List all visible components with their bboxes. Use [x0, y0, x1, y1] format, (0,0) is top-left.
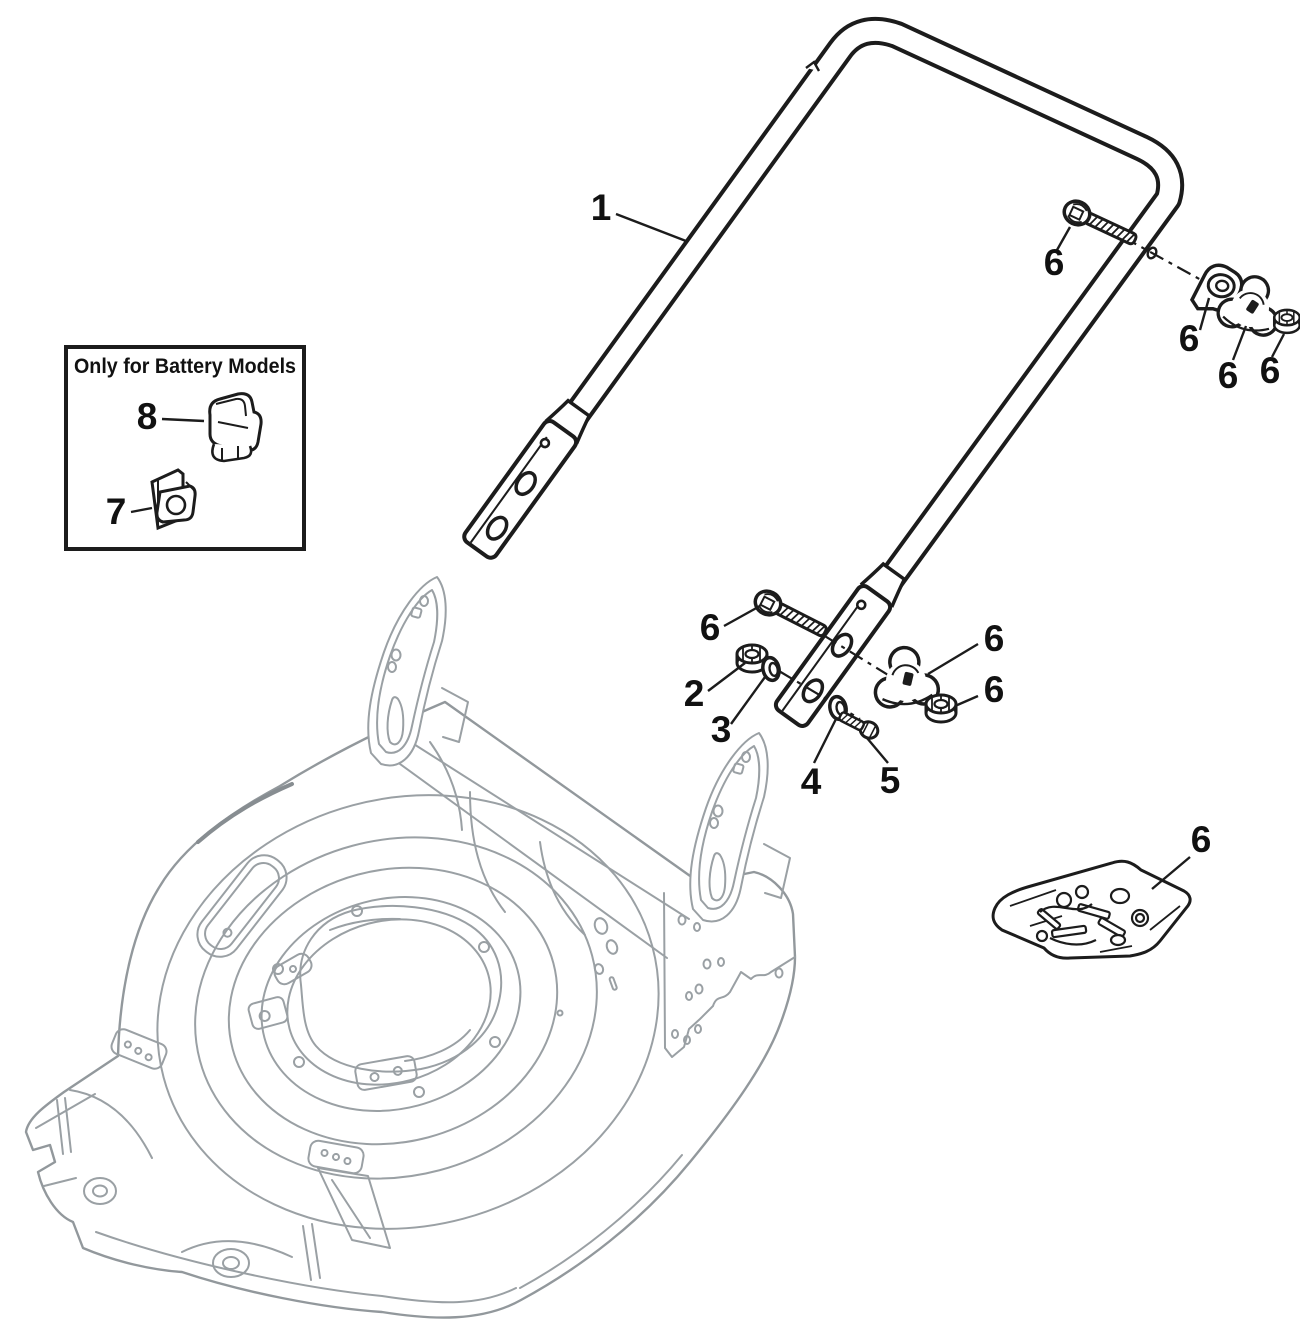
right-handle-plate — [773, 561, 907, 728]
callout-6-nut-upper: 6 — [1260, 350, 1281, 391]
callout-5: 5 — [880, 760, 901, 801]
callout-7: 7 — [106, 491, 127, 532]
deck-small-pad — [273, 952, 313, 986]
deck-front-skirt — [35, 1028, 683, 1304]
callout-6-cam-washer: 6 — [1179, 318, 1200, 359]
mower-deck-drawing — [24, 576, 797, 1319]
deck-dome — [156, 794, 660, 1230]
flange-nut-upper — [1272, 308, 1300, 335]
deck-outline — [24, 700, 797, 1319]
upper-handle-tube — [540, 16, 1185, 599]
deck-rear-plate — [663, 892, 796, 1058]
battery-models-box: Only for Battery Models — [64, 345, 306, 551]
callout-6-bolt-lower: 6 — [700, 607, 721, 648]
deck-rear-band — [377, 733, 690, 959]
callout-8: 8 — [137, 396, 158, 437]
deck-tab-bottom — [354, 1055, 418, 1091]
flange-nut-lower — [924, 693, 958, 724]
callout-6-nut-lower: 6 — [984, 669, 1005, 710]
deck-oval-pad — [196, 854, 288, 958]
battery-box-title: Only for Battery Models — [74, 355, 296, 378]
deck-rear-plate-holes — [671, 914, 784, 1045]
bag-contents — [1035, 884, 1150, 947]
callout-6-knob-lower: 6 — [984, 618, 1005, 659]
leader-lines — [130, 212, 1286, 890]
deck-right-bracket — [689, 732, 791, 923]
callout-6-bolt-upper: 6 — [1044, 242, 1065, 283]
callout-2: 2 — [684, 673, 705, 714]
hardware-kit-bag — [991, 859, 1192, 960]
deck-center-opening — [299, 905, 503, 1073]
callout-6-bag: 6 — [1191, 819, 1212, 860]
deck-small-holes — [556, 917, 619, 1017]
callout-3: 3 — [711, 709, 732, 750]
callout-labels: 1 6 6 6 6 6 2 3 4 5 6 6 6 8 7 — [106, 187, 1281, 860]
battery-clip-8 — [208, 392, 263, 463]
left-handle-plate — [462, 398, 592, 560]
callout-1: 1 — [591, 187, 612, 228]
deck-left-bracket — [367, 576, 469, 767]
callout-6-knob-upper: 6 — [1218, 355, 1239, 396]
handle-notch — [805, 60, 821, 72]
deck-rim-shade — [196, 782, 294, 844]
callout-4: 4 — [801, 761, 822, 802]
deck-tab-left — [247, 996, 289, 1030]
battery-clamp-7 — [150, 468, 197, 531]
